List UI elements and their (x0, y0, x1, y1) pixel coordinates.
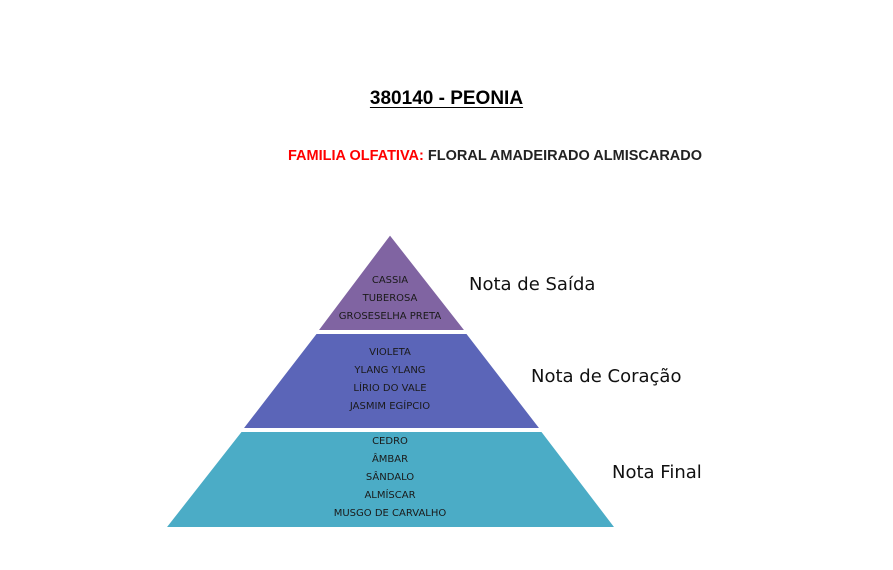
top-notes-list: CASSIA TUBEROSA GROSESELHA PRETA (290, 272, 490, 326)
base-note-item: ALMÍSCAR (364, 490, 416, 501)
top-note-item: TUBEROSA (362, 293, 418, 304)
middle-note-item: VIOLETA (369, 347, 411, 358)
base-tier-label: Nota Final (612, 462, 702, 483)
olfactive-family: FAMILIA OLFATIVA: FLORAL AMADEIRADO ALMI… (288, 148, 702, 164)
middle-note-item: YLANG YLANG (354, 365, 426, 376)
top-note-item: GROSESELHA PRETA (338, 311, 442, 322)
base-note-item: SÂNDALO (365, 472, 415, 483)
middle-note-item: JASMIM EGÍPCIO (349, 401, 431, 412)
base-note-item: MUSGO DE CARVALHO (333, 508, 447, 519)
pyramid-tier-base (162, 430, 619, 529)
middle-note-item: LÍRIO DO VALE (353, 383, 427, 394)
base-note-item: ÂMBAR (371, 454, 409, 465)
pyramid-tier-top (314, 232, 469, 332)
top-note-item: CASSIA (371, 275, 409, 286)
base-notes-list: CEDRO ÂMBAR SÂNDALO ALMÍSCAR MUSGO DE CA… (290, 433, 490, 523)
olfactive-family-label: FAMILIA OLFATIVA: (288, 148, 424, 164)
middle-tier-label: Nota de Coração (531, 366, 682, 387)
top-tier-label: Nota de Saída (469, 274, 596, 295)
pyramid-tier-middle (239, 332, 544, 430)
olfactive-family-value: FLORAL AMADEIRADO ALMISCARADO (423, 148, 703, 164)
middle-notes-list: VIOLETA YLANG YLANG LÍRIO DO VALE JASMIM… (290, 344, 490, 416)
base-note-item: CEDRO (372, 436, 408, 447)
document-title: 380140 - PEONIA (369, 88, 524, 109)
